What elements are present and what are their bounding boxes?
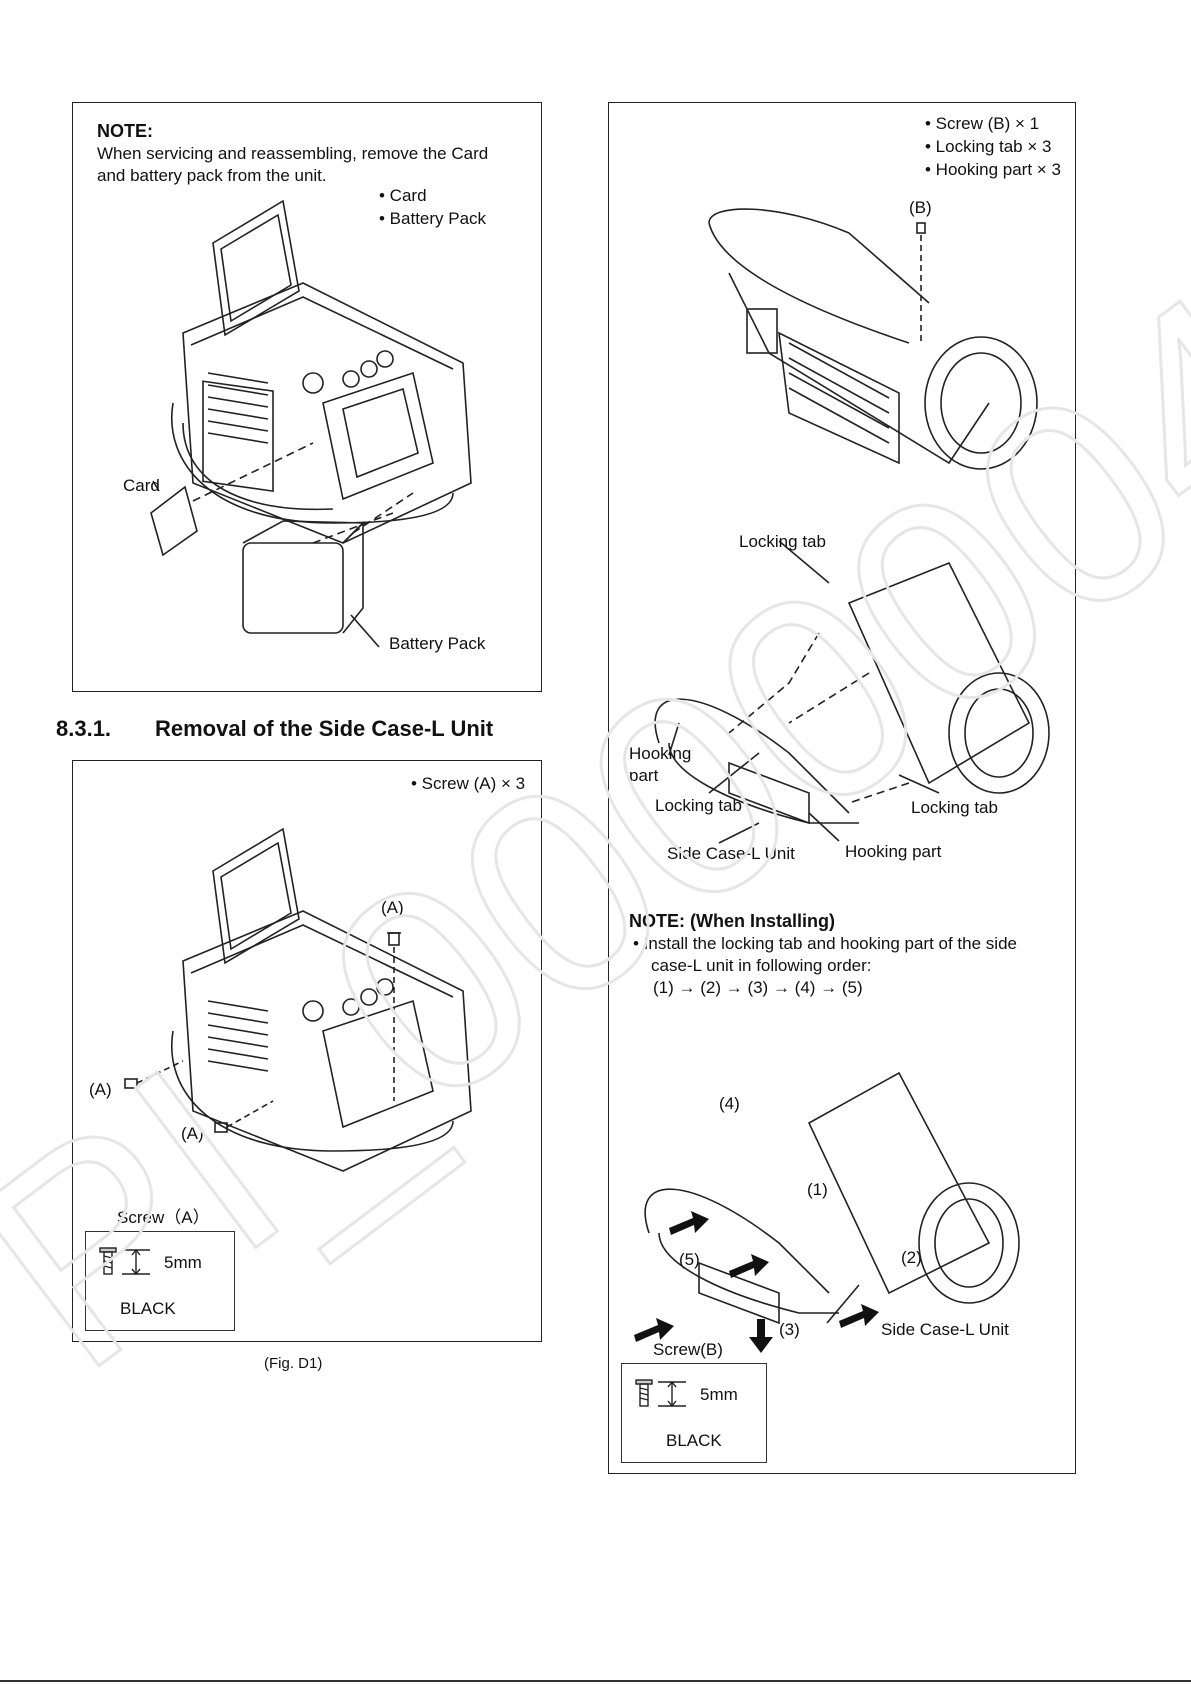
bullet-card: • Card — [379, 186, 427, 205]
note-title: NOTE: — [97, 121, 153, 141]
camcorder-screws-illustration — [124, 827, 472, 1172]
note-line-1: When servicing and reassembling, remove … — [97, 144, 489, 163]
label-battery-pack: Battery Pack — [389, 634, 486, 653]
section-number: 8.3.1. — [56, 716, 112, 741]
bullet-screw-a: • Screw (A) × 3 — [411, 774, 526, 793]
camcorder-closed-illustration — [708, 208, 1038, 470]
bullet-battery-pack: • Battery Pack — [379, 209, 487, 228]
screw-a-color: BLACK — [120, 1299, 176, 1318]
label-a-left: (A) — [89, 1080, 112, 1099]
screw-b-title: Screw(B) — [653, 1340, 723, 1359]
side-case-install-illustration — [634, 1071, 1020, 1353]
note-installing-line-2: case-L unit in following order: — [651, 956, 872, 975]
screw-a-title: Screw（A） — [117, 1208, 210, 1227]
screw-b-spec-box: 5mm BLACK — [621, 1363, 767, 1463]
panel-screws-a: • Screw (A) × 3 (A) (A) (A) Screw（A） — [72, 760, 542, 1342]
step-3-label: (3) — [779, 1320, 800, 1339]
bullet-locking-tab: • Locking tab × 3 — [925, 137, 1052, 156]
label-locking-tab-top: Locking tab — [739, 532, 826, 551]
screw-a-spec-box: 5mm BLACK — [85, 1231, 235, 1331]
label-a-top: (A) — [381, 898, 404, 917]
label-hooking-part-left-2: part — [629, 766, 659, 785]
step-1-label: (1) — [807, 1180, 828, 1199]
label-a-bottom: (A) — [181, 1124, 204, 1143]
footer-rule — [0, 1680, 1191, 1682]
screw-icon — [635, 1379, 686, 1408]
label-hooking-part-bottom: Hooking part — [845, 842, 942, 861]
camcorder-open-illustration — [150, 199, 472, 648]
note-installing-title: NOTE: (When Installing) — [629, 911, 835, 931]
note-installing-line-1: • Install the locking tab and hooking pa… — [633, 934, 1017, 953]
section-title: Removal of the Side Case-L Unit — [155, 716, 494, 741]
label-b: (B) — [909, 198, 932, 217]
bullet-hooking-part: • Hooking part × 3 — [925, 160, 1061, 179]
note-line-2: and battery pack from the unit. — [97, 166, 327, 185]
panel-remove-card-battery: NOTE: When servicing and reassembling, r… — [72, 102, 542, 692]
screw-icon — [99, 1247, 150, 1276]
step-4-label: (4) — [719, 1094, 740, 1113]
step-5-label: (5) — [679, 1250, 700, 1269]
screw-b-color: BLACK — [666, 1431, 722, 1450]
label-locking-tab-left: Locking tab — [655, 796, 742, 815]
figure-caption: (Fig. D1) — [264, 1355, 323, 1372]
side-case-exploded-illustration — [654, 540, 1050, 844]
label-side-case-l-unit-2: Side Case-L Unit — [881, 1320, 1009, 1339]
screw-a-size: 5mm — [164, 1253, 202, 1272]
step-2-label: (2) — [901, 1248, 922, 1267]
note-installing-order: (1) → (2) → (3) → (4) → (5) — [653, 978, 863, 997]
screw-b-size: 5mm — [700, 1385, 738, 1404]
label-side-case-l-unit: Side Case-L Unit — [667, 844, 795, 863]
panel-side-case-removal: • Screw (B) × 1 • Locking tab × 3 • Hook… — [608, 102, 1076, 1474]
label-card: Card — [123, 476, 160, 495]
label-hooking-part-left-1: Hooking — [629, 744, 692, 763]
label-locking-tab-right: Locking tab — [911, 798, 998, 817]
bullet-screw-b: • Screw (B) × 1 — [925, 114, 1040, 133]
